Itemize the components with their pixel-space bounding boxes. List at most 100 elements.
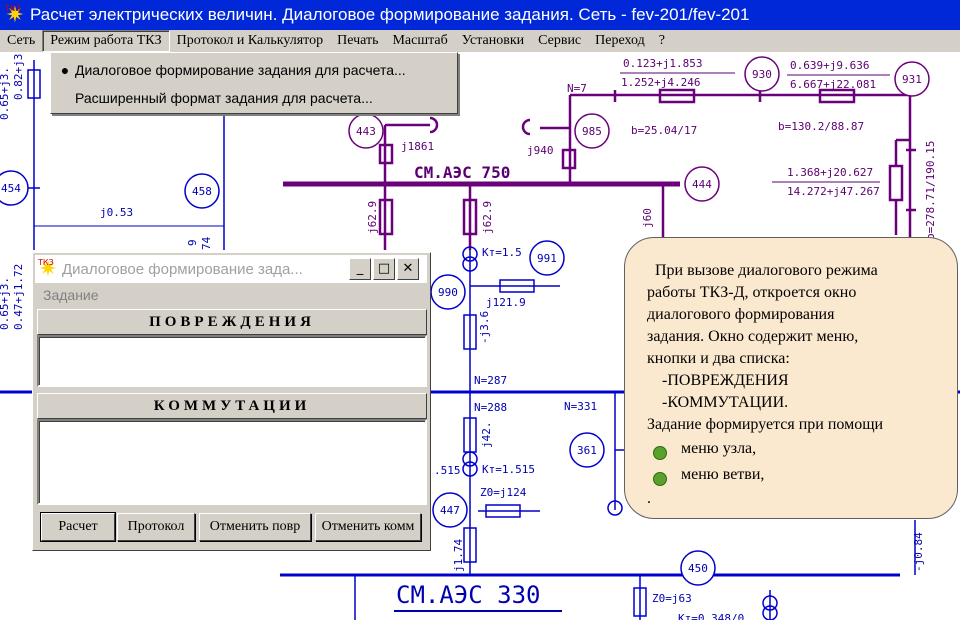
menu-settings[interactable]: Установки xyxy=(461,33,525,48)
close-button[interactable]: ✕ xyxy=(397,258,419,280)
svg-text:.515: .515 xyxy=(434,464,461,477)
menu-goto[interactable]: Переход xyxy=(595,33,645,48)
callout-line-7: -КОММУТАЦИИ. xyxy=(662,394,789,411)
svg-text:Кт=1.515: Кт=1.515 xyxy=(482,463,535,476)
svg-text:74: 74 xyxy=(200,236,213,250)
svg-text:1.252+j4.246: 1.252+j4.246 xyxy=(621,76,700,89)
svg-text:j940: j940 xyxy=(527,144,554,157)
svg-text:j42.: j42. xyxy=(480,422,493,449)
svg-text:j62.9: j62.9 xyxy=(481,201,494,234)
node-443[interactable]: 443 xyxy=(348,113,384,149)
svg-text:b=25.04/17: b=25.04/17 xyxy=(631,124,697,137)
bullet-dot-icon xyxy=(653,446,667,460)
node-447[interactable]: 447 xyxy=(432,492,468,528)
app-icon: ✷ТКЗ xyxy=(5,2,25,27)
callout-bullet-1: меню узла, xyxy=(681,440,757,457)
callout-line-4: задания. Окно содержит меню, xyxy=(647,328,859,345)
dialog-title: Диалоговое формирование зада... xyxy=(62,260,303,278)
svg-text:990: 990 xyxy=(438,286,458,299)
svg-text:0.639+j9.636: 0.639+j9.636 xyxy=(790,59,869,72)
svg-text:458: 458 xyxy=(192,185,212,198)
node-444[interactable]: 444 xyxy=(684,166,720,202)
callout-trail: . xyxy=(647,490,651,507)
svg-text:j60: j60 xyxy=(641,208,654,228)
svg-text:Z0=j63: Z0=j63 xyxy=(652,592,692,605)
minimize-button[interactable]: _ xyxy=(349,258,371,280)
window-title-bar[interactable]: ✷ТКЗ Расчет электрических величин. Диало… xyxy=(0,0,960,30)
bus-label-top: СМ.АЭС 750 xyxy=(414,163,510,182)
menu-item-dialog-task[interactable]: ●Диалоговое формирование задания для рас… xyxy=(55,59,406,81)
node-930[interactable]: 930 xyxy=(744,56,780,92)
dialog-app-icon: ✷ТКЗ xyxy=(38,256,58,281)
svg-text:j121.9: j121.9 xyxy=(486,296,526,309)
menu-network[interactable]: Сеть xyxy=(7,33,36,48)
svg-text:931: 931 xyxy=(902,73,922,86)
svg-text:-j0.84: -j0.84 xyxy=(912,532,925,572)
tkz-mode-dropdown: ●Диалоговое формирование задания для рас… xyxy=(50,52,458,114)
svg-text:1.368+j20.627: 1.368+j20.627 xyxy=(787,166,873,179)
maximize-button[interactable]: □ xyxy=(373,258,395,280)
svg-text:14.272+j47.267: 14.272+j47.267 xyxy=(787,185,880,198)
svg-text:j0.53: j0.53 xyxy=(100,206,133,219)
svg-text:361: 361 xyxy=(577,444,597,457)
node-458[interactable]: 458 xyxy=(184,173,220,209)
node-450[interactable]: 450 xyxy=(680,550,716,586)
bullet-dot-icon xyxy=(653,472,667,486)
callout-line-3: диалогового формирования xyxy=(647,306,835,323)
menu-scale[interactable]: Масштаб xyxy=(392,33,448,48)
menu-bar: Сеть Режим работа ТКЗ Протокол и Калькул… xyxy=(0,30,960,52)
svg-text:N=7: N=7 xyxy=(567,82,587,95)
window-title: Расчет электрических величин. Диалоговое… xyxy=(30,5,750,24)
callout-line-2: работы ТКЗ-Д, откроется окно xyxy=(647,284,857,301)
menu-protocol-calculator[interactable]: Протокол и Калькулятор xyxy=(176,33,324,48)
svg-text:b=278.71/190.15: b=278.71/190.15 xyxy=(924,141,937,240)
diagram-labels: 0.123+j1.853 1.252+j4.246 0.639+j9.636 6… xyxy=(0,47,937,620)
node-361[interactable]: 361 xyxy=(569,432,605,468)
menu-print[interactable]: Печать xyxy=(337,33,379,48)
svg-text:9: 9 xyxy=(186,239,199,246)
callout-bullet-2: меню ветви, xyxy=(681,466,765,483)
svg-text:j62.9: j62.9 xyxy=(366,201,379,234)
radio-bullet-icon: ● xyxy=(60,62,70,78)
svg-text:443: 443 xyxy=(356,125,376,138)
svg-text:N=287: N=287 xyxy=(474,374,507,387)
menu-help[interactable]: ? xyxy=(658,33,665,48)
svg-text:985: 985 xyxy=(582,125,602,138)
callout-line-6: -ПОВРЕЖДЕНИЯ xyxy=(662,372,789,389)
svg-text:Z0=j124: Z0=j124 xyxy=(480,486,527,499)
svg-text:Кт=1.5: Кт=1.5 xyxy=(482,246,522,259)
menu-item-extended-task[interactable]: Расширенный формат задания для расчета..… xyxy=(75,90,373,106)
svg-text:j1.74: j1.74 xyxy=(452,539,465,572)
node-454[interactable]: 454 xyxy=(0,170,29,206)
bus-label-bottom: СМ.АЭС 330 xyxy=(396,581,541,609)
svg-text:454: 454 xyxy=(1,182,21,195)
svg-text:0.47+j1.72: 0.47+j1.72 xyxy=(12,264,25,330)
node-991[interactable]: 991 xyxy=(529,240,565,276)
svg-text:-j3.6: -j3.6 xyxy=(478,311,491,344)
diagram-nodes[interactable]: 443 985 930 931 444 454 458 990 991 361 … xyxy=(0,56,930,586)
svg-text:450: 450 xyxy=(688,562,708,575)
node-990[interactable]: 990 xyxy=(430,274,466,310)
diagram-lines xyxy=(0,60,960,620)
node-931[interactable]: 931 xyxy=(894,61,930,97)
svg-text:N=331: N=331 xyxy=(564,400,597,413)
callout-line-8: Задание формируется при помощи xyxy=(647,416,884,433)
node-985[interactable]: 985 xyxy=(574,113,610,149)
cancel-switching-button[interactable]: Отменить комм xyxy=(315,513,421,541)
menu-service[interactable]: Сервис xyxy=(538,33,582,48)
protocol-button[interactable]: Протокол xyxy=(117,513,195,541)
dialog-menu-task[interactable]: Задание xyxy=(43,287,99,303)
svg-text:0.65+j3.: 0.65+j3. xyxy=(0,277,11,330)
dialog-title-bar[interactable]: ✷ТКЗ Диалоговое формирование зада... _ □… xyxy=(35,255,427,283)
svg-text:Кт=0.348/0: Кт=0.348/0 xyxy=(678,612,744,620)
dialog-task-window: ✷ТКЗ Диалоговое формирование зада... _ □… xyxy=(32,252,431,551)
svg-text:930: 930 xyxy=(752,68,772,81)
svg-text:991: 991 xyxy=(537,252,557,265)
callout-line-5: кнопки и два списка: xyxy=(647,350,790,367)
menu-tkz-mode[interactable]: Режим работа ТКЗ xyxy=(42,30,170,52)
switching-list[interactable] xyxy=(37,419,427,505)
damages-list[interactable] xyxy=(37,335,427,387)
cancel-damage-button[interactable]: Отменить повр xyxy=(199,513,311,541)
calculate-button[interactable]: Расчет xyxy=(40,512,116,542)
